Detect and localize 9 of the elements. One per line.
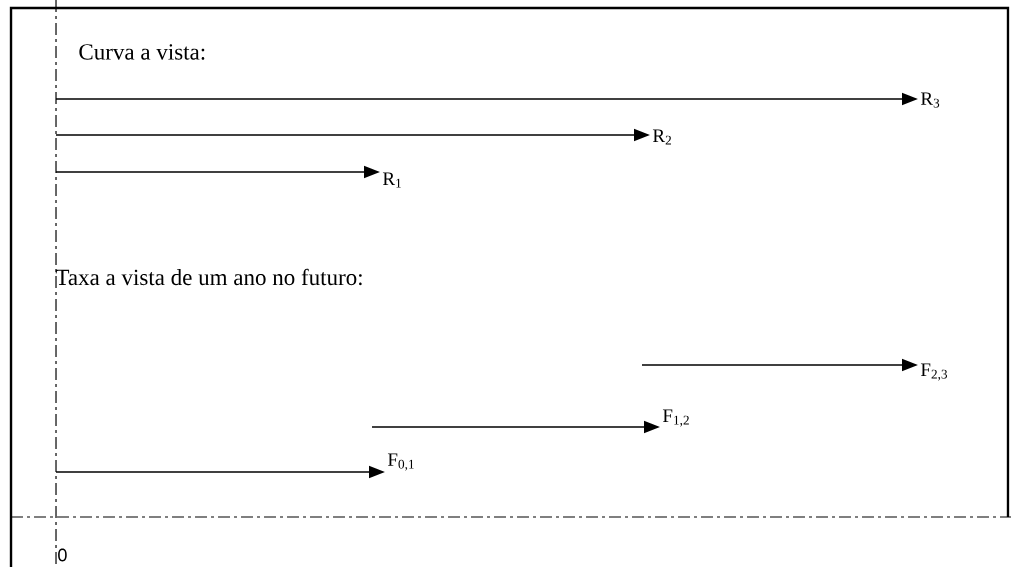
rate-label: R$_{2}$ [652, 129, 671, 145]
text-label: Taxa a vista de um ano no futuro: [55, 268, 362, 286]
rate-label: F$_{0,1}$ [387, 453, 414, 471]
rate-label: F$_{1,2}$ [662, 409, 689, 427]
text-label: Curva a vista: [79, 44, 205, 60]
rate-label: R$_{3}$ [920, 92, 940, 108]
rate-label: F$_{2,3}$ [920, 363, 948, 381]
text-label: 0 [58, 548, 67, 562]
rate-label: R$_{1}$ [382, 172, 401, 188]
